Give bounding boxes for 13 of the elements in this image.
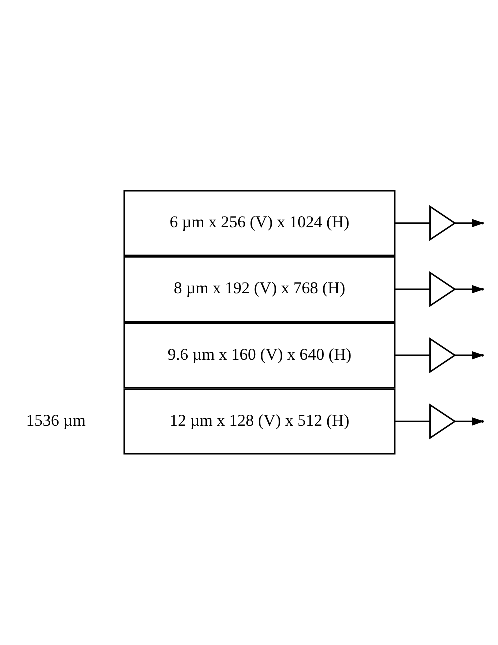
- node-triangle: [430, 404, 456, 440]
- connector: [395, 420, 430, 422]
- connector: [395, 354, 430, 356]
- label: 1536 µm: [26, 410, 86, 430]
- node-triangle: [430, 338, 456, 374]
- node-box: 9.6 µm x 160 (V) x 640 (H): [124, 322, 396, 389]
- node-box: 12 µm x 128 (V) x 512 (H): [124, 388, 396, 455]
- node-box: 6 µm x 256 (V) x 1024 (H): [124, 190, 396, 256]
- connector: [395, 288, 430, 290]
- connector: [395, 222, 430, 224]
- node-triangle: [430, 205, 456, 242]
- node-box: 8 µm x 192 (V) x 768 (H): [124, 256, 396, 322]
- node-triangle: [430, 272, 456, 308]
